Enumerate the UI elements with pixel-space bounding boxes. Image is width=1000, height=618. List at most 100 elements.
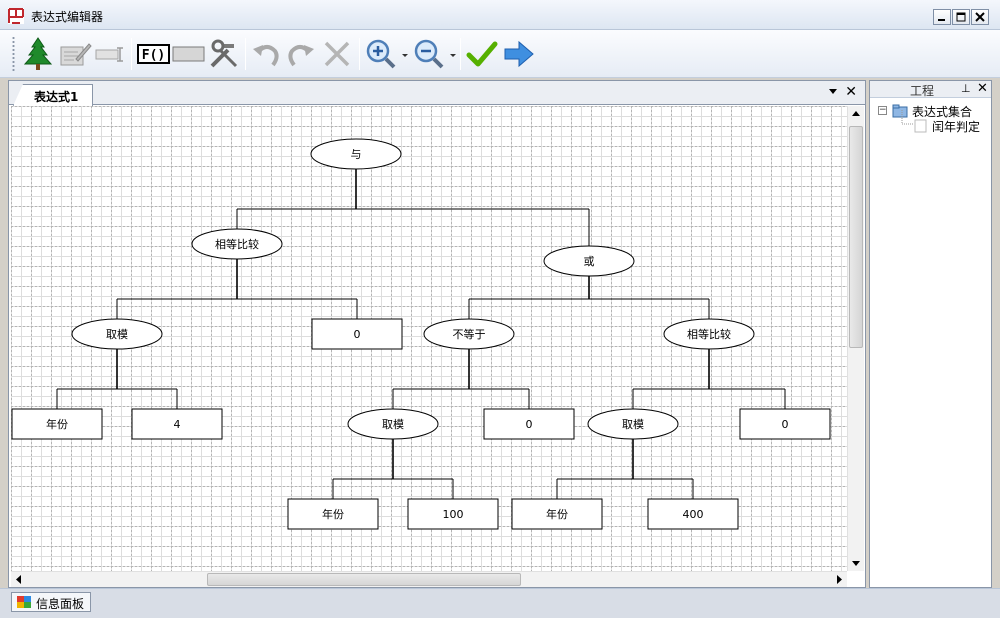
undo-button[interactable] bbox=[250, 36, 282, 72]
validate-button[interactable] bbox=[465, 36, 499, 72]
node-shape bbox=[310, 138, 402, 170]
delete-button[interactable] bbox=[320, 36, 354, 72]
zoom-in-button[interactable] bbox=[364, 36, 398, 72]
project-panel-header: 工程 ⊥ ✕ bbox=[870, 81, 991, 98]
tree-node-ellipse[interactable]: 相等比较 bbox=[663, 318, 755, 350]
tree-node-rect[interactable]: 4 bbox=[131, 408, 223, 440]
function-button[interactable]: F() bbox=[137, 36, 171, 72]
node-label: 0 bbox=[782, 418, 789, 431]
document-icon bbox=[914, 119, 927, 133]
node-label: 相等比较 bbox=[215, 237, 259, 251]
zoom-in-dropdown[interactable] bbox=[402, 54, 408, 57]
zoom-out-dropdown[interactable] bbox=[450, 54, 456, 57]
tree-node-rect[interactable]: 100 bbox=[407, 498, 499, 530]
edit-node-button[interactable] bbox=[58, 36, 92, 72]
tree-node-rect[interactable]: 0 bbox=[739, 408, 831, 440]
tab-expression-1[interactable]: 表达式1 bbox=[13, 84, 94, 106]
next-icon bbox=[504, 40, 534, 68]
toolbar-grip[interactable] bbox=[12, 36, 15, 72]
node-label: 年份 bbox=[546, 507, 568, 521]
redo-icon bbox=[288, 45, 314, 67]
close-panel-icon[interactable]: ✕ bbox=[977, 81, 988, 96]
function-icon: F() bbox=[137, 44, 170, 64]
edit-icon bbox=[60, 43, 92, 66]
tree-node-ellipse[interactable]: 与 bbox=[310, 138, 402, 170]
info-panel-label: 信息面板 bbox=[36, 597, 85, 611]
maximize-button[interactable] bbox=[952, 9, 970, 25]
node-shape bbox=[543, 245, 635, 277]
node-label: 取模 bbox=[106, 328, 128, 341]
node-shape bbox=[587, 408, 679, 440]
node-label: 不等于 bbox=[453, 327, 486, 341]
vertical-scrollbar[interactable] bbox=[847, 106, 864, 571]
horizontal-scroll-thumb[interactable] bbox=[207, 573, 521, 586]
scroll-up-icon[interactable] bbox=[848, 106, 864, 122]
node-shape bbox=[191, 228, 283, 260]
variable-icon bbox=[95, 47, 123, 62]
toolbar-separator bbox=[359, 38, 360, 70]
scroll-right-icon[interactable] bbox=[831, 572, 847, 587]
scroll-down-icon[interactable] bbox=[848, 555, 864, 571]
toolbar: F() bbox=[0, 30, 1000, 78]
node-shape bbox=[663, 318, 755, 350]
node-label: 取模 bbox=[622, 418, 644, 431]
tree-node-rect[interactable]: 400 bbox=[647, 498, 739, 530]
tree-node-rect[interactable]: 年份 bbox=[287, 498, 379, 530]
node-label: 0 bbox=[354, 328, 361, 341]
node-shape bbox=[131, 408, 223, 440]
tree-node-ellipse[interactable]: 取模 bbox=[587, 408, 679, 440]
pin-icon[interactable]: ⊥ bbox=[961, 82, 971, 95]
tab-list-dropdown[interactable] bbox=[829, 89, 837, 94]
vertical-scroll-thumb[interactable] bbox=[849, 126, 863, 348]
tree-node-ellipse[interactable]: 取模 bbox=[71, 318, 163, 350]
undo-icon bbox=[253, 45, 279, 67]
check-icon bbox=[466, 41, 498, 67]
node-shape bbox=[11, 408, 103, 440]
node-label: 400 bbox=[683, 508, 704, 521]
tree-connector bbox=[901, 110, 914, 125]
tree-icon bbox=[23, 37, 53, 70]
redo-button[interactable] bbox=[285, 36, 317, 72]
scroll-left-icon[interactable] bbox=[11, 572, 27, 587]
tree-button[interactable] bbox=[22, 36, 54, 72]
textbox-icon bbox=[172, 46, 205, 62]
tree-node-ellipse[interactable]: 取模 bbox=[347, 408, 439, 440]
minimize-button[interactable] bbox=[933, 9, 951, 25]
delete-icon bbox=[324, 41, 350, 67]
zoom-in-icon bbox=[366, 39, 396, 69]
node-shape bbox=[511, 498, 603, 530]
tree-node-rect[interactable]: 年份 bbox=[11, 408, 103, 440]
toolbar-separator bbox=[245, 38, 246, 70]
node-shape bbox=[647, 498, 739, 530]
title-bar: 表达式编辑器 bbox=[0, 0, 1000, 30]
tree-node-rect[interactable]: 0 bbox=[483, 408, 575, 440]
textbox-button[interactable] bbox=[172, 36, 206, 72]
tree-node-rect[interactable]: 年份 bbox=[511, 498, 603, 530]
tab-info-panel[interactable]: 信息面板 bbox=[11, 592, 92, 612]
next-button[interactable] bbox=[502, 36, 536, 72]
collapse-icon[interactable]: − bbox=[878, 105, 887, 115]
close-tab-button[interactable]: ✕ bbox=[845, 84, 857, 100]
node-shape bbox=[287, 498, 379, 530]
node-label: 0 bbox=[526, 418, 533, 431]
variable-button[interactable] bbox=[95, 36, 127, 72]
tree-node-ellipse[interactable]: 或 bbox=[543, 245, 635, 277]
tree-child-label: 闰年判定 bbox=[932, 120, 981, 134]
node-label: 4 bbox=[174, 418, 181, 431]
close-window-button[interactable] bbox=[971, 9, 989, 25]
node-label: 100 bbox=[443, 508, 464, 521]
tree-node-ellipse[interactable]: 不等于 bbox=[423, 318, 515, 350]
zoom-out-button[interactable] bbox=[412, 36, 446, 72]
node-label: 与 bbox=[351, 148, 362, 161]
tools-icon bbox=[210, 39, 238, 68]
bottom-panel-bar: 信息面板 bbox=[0, 588, 1000, 618]
tree-node-ellipse[interactable]: 相等比较 bbox=[191, 228, 283, 260]
tree-node-rect[interactable]: 0 bbox=[311, 318, 403, 350]
info-panel-icon bbox=[17, 596, 31, 608]
node-label: 相等比较 bbox=[687, 327, 731, 341]
horizontal-scrollbar[interactable] bbox=[11, 571, 847, 587]
tools-button[interactable] bbox=[207, 36, 241, 72]
